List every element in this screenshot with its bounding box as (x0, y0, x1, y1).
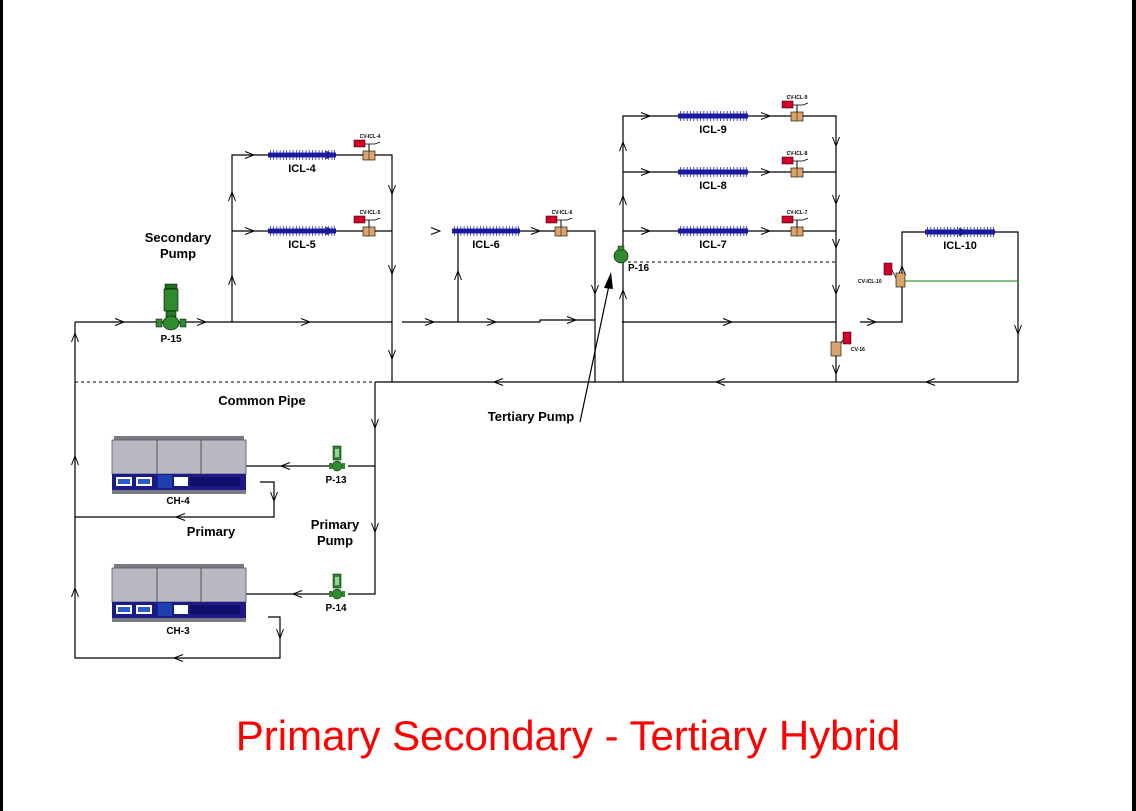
primary-pump-label-line2: Pump (317, 533, 353, 548)
valve-cv-icl10-label: CV-ICL-10 (858, 279, 882, 285)
valve-cv-icl9-label: CV-ICL-9 (787, 95, 808, 101)
tertiary-pump-label: Tertiary Pump (488, 409, 575, 424)
pump-p13: P-13 (325, 445, 347, 486)
valve-cv16: CV-16 (830, 331, 865, 357)
coil-icl8: ICL-8 (677, 166, 749, 192)
chiller-ch4-icon (111, 435, 247, 495)
pump-p14: P-14 (325, 573, 347, 614)
valve-cv-icl7-icon (781, 215, 809, 237)
coil-icl5-icon (267, 225, 337, 237)
valve-cv-icl5: CV-ICL-5 (353, 210, 381, 237)
right-border (1132, 0, 1136, 811)
valve-cv-icl10-actuator-icon (883, 262, 893, 276)
valve-cv-icl9-icon (781, 100, 809, 122)
valve-cv-icl8-icon (781, 156, 809, 178)
pump-p16: P-16 (613, 245, 650, 274)
coil-icl9-label: ICL-9 (699, 124, 727, 136)
valve-cv-icl8-label: CV-ICL-8 (787, 151, 808, 157)
page-title: Primary Secondary - Tertiary Hybrid (235, 712, 901, 759)
coil-icl7-icon (677, 225, 749, 237)
coil-icl6: ICL-6 (451, 225, 521, 251)
primary-pump-label-line1: Primary (311, 517, 360, 532)
valve-cv-icl7-label: CV-ICL-7 (787, 210, 808, 216)
coil-icl6-label: ICL-6 (472, 239, 500, 251)
valve-cv-icl4-icon (353, 139, 381, 161)
coil-icl10: ICL-10 (924, 226, 996, 252)
valve-cv16-actuator-icon (842, 331, 852, 345)
pump-p13-icon (328, 445, 346, 472)
coil-icl7-label: ICL-7 (699, 239, 727, 251)
pump-p14-icon (328, 573, 346, 600)
valve-cv16-body-icon (830, 341, 842, 357)
valve-cv-icl4: CV-ICL-4 (353, 134, 381, 161)
left-border (0, 0, 3, 811)
coil-icl5: ICL-5 (267, 225, 337, 251)
chiller-ch3-icon (111, 563, 247, 623)
valve-cv-icl6-icon (545, 215, 573, 237)
coil-icl8-icon (677, 166, 749, 178)
valve-cv-icl10: CV-ICL-10 (858, 262, 906, 288)
valve-cv-icl9: CV-ICL-9 (781, 95, 809, 122)
coil-icl10-label: ICL-10 (943, 240, 977, 252)
pump-p15-label: P-15 (160, 334, 182, 345)
chiller-ch3-label: CH-3 (166, 626, 190, 637)
chiller-ch3: CH-3 (111, 563, 247, 637)
valve-cv-icl6: CV-ICL-6 (545, 210, 573, 237)
coil-icl9: ICL-9 (677, 110, 749, 136)
pump-p14-label: P-14 (325, 603, 347, 614)
primary-label: Primary (187, 524, 236, 539)
valve-cv-icl7: CV-ICL-7 (781, 210, 809, 237)
pump-p13-label: P-13 (325, 475, 347, 486)
pump-p15-icon (155, 283, 187, 331)
valve-cv-icl6-label: CV-ICL-6 (552, 210, 573, 216)
pump-p15: P-15 (155, 283, 187, 345)
coil-icl4-label: ICL-4 (288, 163, 316, 175)
secondary-pump-label-line1: Secondary (145, 230, 212, 245)
coil-icl7: ICL-7 (677, 225, 749, 251)
chiller-ch4-label: CH-4 (166, 496, 190, 507)
common-pipe-label: Common Pipe (218, 393, 305, 408)
pump-p16-label: P-16 (628, 263, 650, 274)
valve-cv-icl10-body-icon (895, 272, 906, 288)
valve-cv-icl5-icon (353, 215, 381, 237)
valve-cv16-label: CV-16 (851, 347, 865, 353)
coil-icl9-icon (677, 110, 749, 122)
valve-cv-icl4-label: CV-ICL-4 (360, 134, 381, 140)
coil-icl6-icon (451, 225, 521, 237)
pump-p16-icon (613, 248, 629, 264)
coil-icl5-label: ICL-5 (288, 239, 316, 251)
valve-cv-icl8: CV-ICL-8 (781, 151, 809, 178)
secondary-pump-label-line2: Pump (160, 246, 196, 261)
coil-icl4-icon (267, 149, 337, 161)
valve-cv-icl5-label: CV-ICL-5 (360, 210, 381, 216)
chiller-ch4: CH-4 (111, 435, 247, 507)
coil-icl8-label: ICL-8 (699, 180, 727, 192)
coil-icl4: ICL-4 (267, 149, 337, 175)
